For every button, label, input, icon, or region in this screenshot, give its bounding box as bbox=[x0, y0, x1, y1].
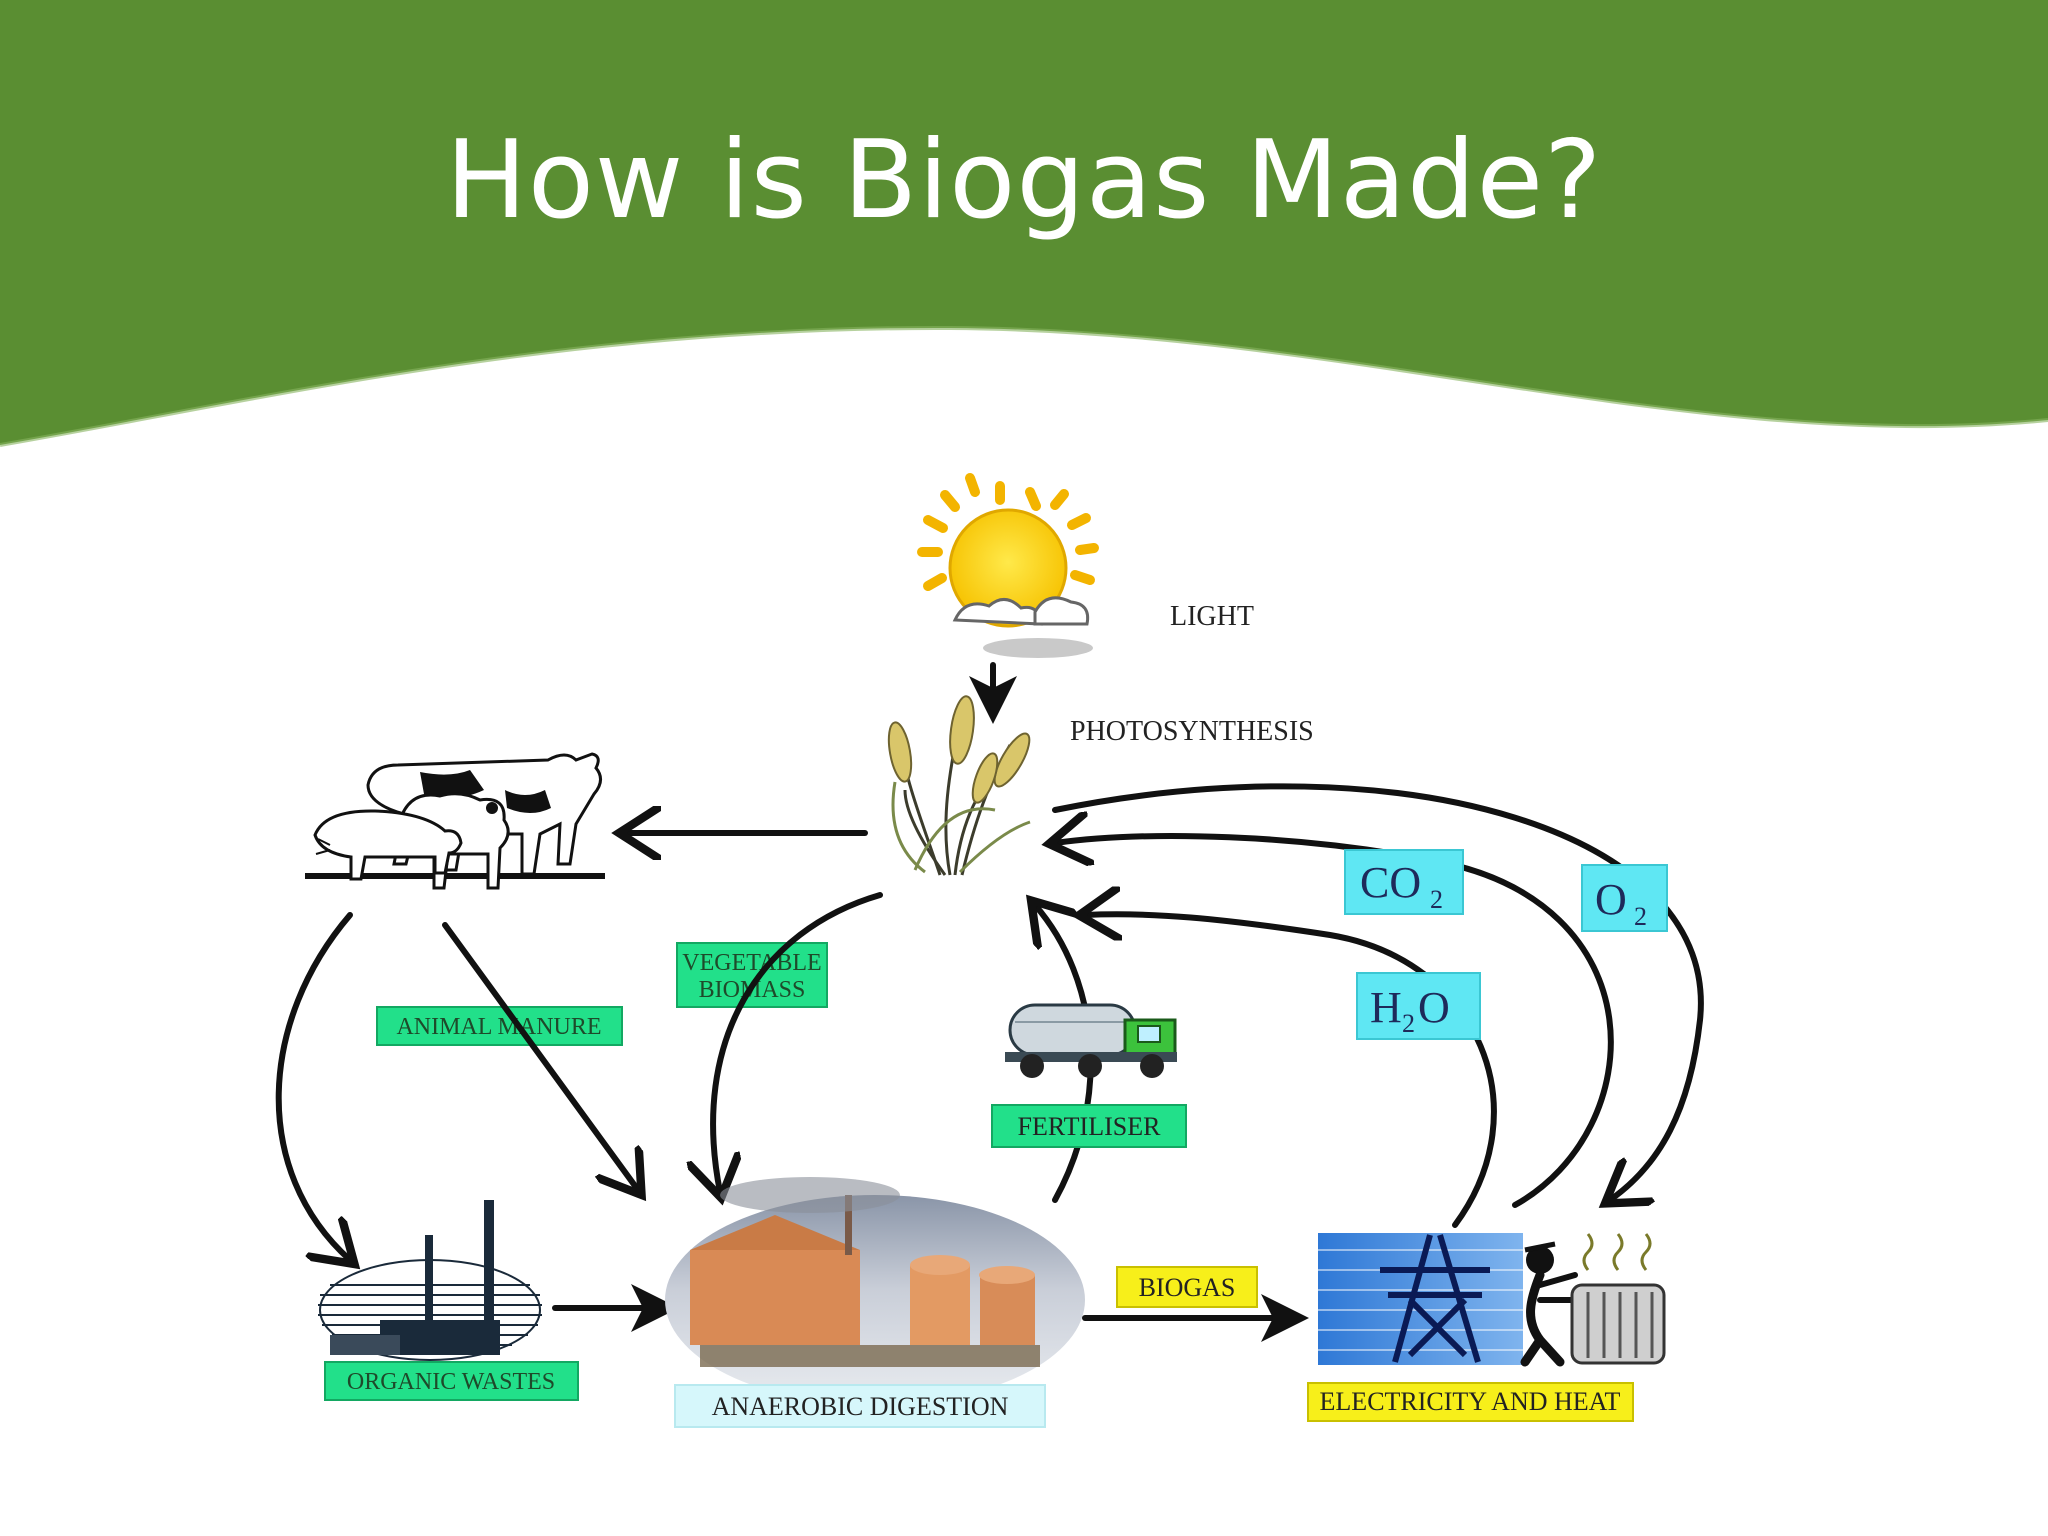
organic-wastes-label: ORGANIC WASTES bbox=[347, 1369, 555, 1395]
power-pylon-icon bbox=[1318, 1233, 1523, 1365]
biogas-label: BIOGAS bbox=[1139, 1273, 1236, 1302]
wheat-icon bbox=[887, 695, 1031, 876]
anaerobic-digestion-box bbox=[674, 1384, 1046, 1428]
digestion-plant-image bbox=[665, 1177, 1085, 1405]
co2-subscript: 2 bbox=[1430, 885, 1443, 914]
h2o-o-label: O bbox=[1418, 983, 1450, 1032]
electricity-heat-label: ELECTRICITY AND HEAT bbox=[1320, 1387, 1621, 1416]
anaerobic-digestion-label: ANAEROBIC DIGESTION bbox=[712, 1392, 1009, 1421]
o2-subscript: 2 bbox=[1634, 902, 1647, 931]
o2-box bbox=[1581, 864, 1668, 932]
header-banner bbox=[0, 0, 2048, 447]
photosynthesis-label: PHOTOSYNTHESIS bbox=[1070, 716, 1314, 747]
factory-icon bbox=[318, 1200, 542, 1361]
slide-title: How is Biogas Made? bbox=[445, 118, 1603, 243]
organic-wastes-box bbox=[324, 1361, 579, 1401]
h2o-subscript: 2 bbox=[1402, 1009, 1415, 1038]
electricity-heat-box bbox=[1307, 1382, 1634, 1422]
h2o-h-label: H bbox=[1370, 983, 1402, 1032]
vegetable-biomass-label-line1: VEGETABLE bbox=[682, 950, 821, 976]
person-heater-icon bbox=[1520, 1233, 1666, 1367]
biogas-box bbox=[1116, 1266, 1258, 1308]
farm-animals-icon bbox=[305, 752, 605, 890]
o2-label: O bbox=[1595, 875, 1627, 924]
light-label: LIGHT bbox=[1170, 601, 1254, 632]
fertiliser-label: FERTILISER bbox=[1018, 1112, 1162, 1141]
sun-icon bbox=[917, 473, 1099, 658]
co2-label: CO bbox=[1360, 858, 1421, 907]
animal-manure-box bbox=[376, 1006, 623, 1046]
tanker-truck-icon bbox=[1005, 1003, 1177, 1078]
fertiliser-box bbox=[991, 1104, 1187, 1148]
vegetable-biomass-box bbox=[676, 942, 828, 1008]
co2-box bbox=[1344, 849, 1464, 915]
h2o-box bbox=[1356, 972, 1481, 1040]
animal-manure-label: ANIMAL MANURE bbox=[396, 1014, 601, 1040]
